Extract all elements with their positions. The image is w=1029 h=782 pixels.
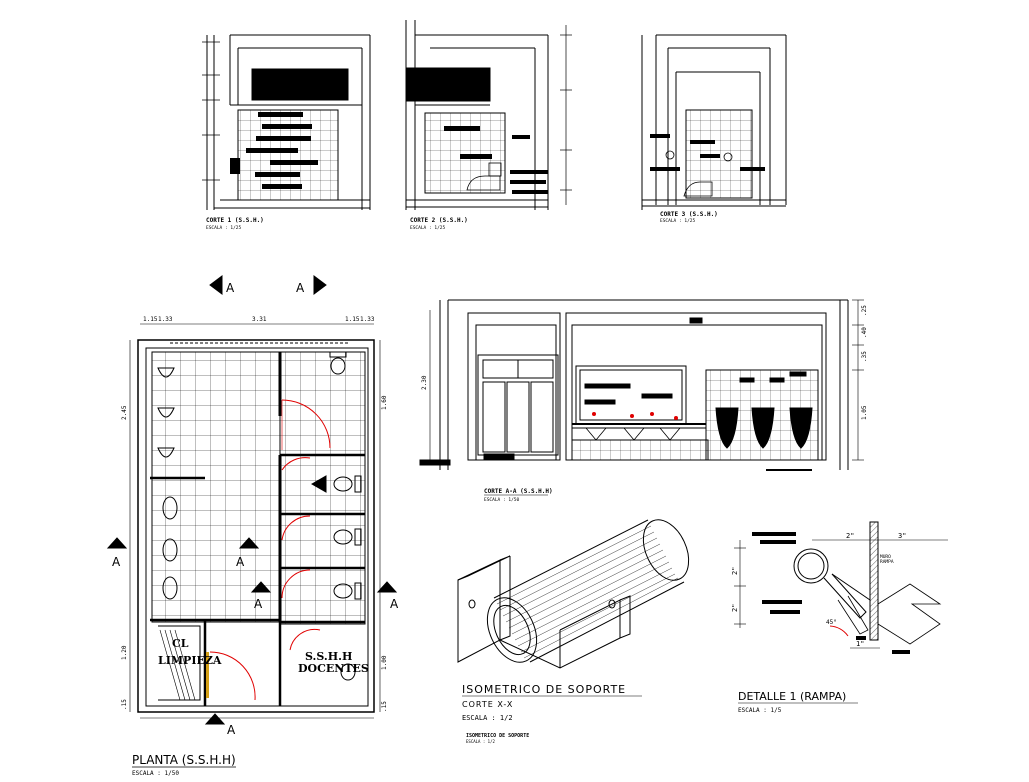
cut-marker-top-right: A bbox=[296, 275, 327, 295]
svg-text:.15: .15 bbox=[121, 699, 128, 710]
svg-text:RAMPA: RAMPA bbox=[880, 559, 894, 565]
svg-text:1.15: 1.15 bbox=[345, 316, 360, 323]
svg-text:.25: .25 bbox=[861, 305, 868, 316]
svg-text:1.20: 1.20 bbox=[121, 645, 128, 660]
section-1-scale: ESCALA : 1/25 bbox=[206, 225, 242, 231]
section-3-drawing bbox=[641, 34, 787, 210]
iso-subtitle: CORTE X-X bbox=[462, 700, 513, 709]
cut-marker-group: A A A A A A A bbox=[106, 275, 399, 737]
room-label-cleaning: CL LIMPIEZA bbox=[158, 637, 222, 667]
svg-text:A: A bbox=[226, 281, 235, 295]
svg-text:A: A bbox=[236, 555, 245, 569]
svg-text:DOCENTES: DOCENTES bbox=[298, 662, 369, 675]
svg-text:45°: 45° bbox=[826, 619, 837, 626]
svg-text:1.33: 1.33 bbox=[158, 316, 173, 323]
svg-text:2.45: 2.45 bbox=[121, 405, 128, 420]
cut-marker-bottom-center: A bbox=[250, 581, 272, 611]
cut-marker-right: A bbox=[376, 581, 399, 611]
cut-marker-bottom: A bbox=[204, 713, 236, 737]
svg-text:.15: .15 bbox=[381, 701, 388, 712]
svg-text:.35: .35 bbox=[861, 351, 868, 362]
iso-scale: ESCALA : 1/2 bbox=[462, 714, 513, 722]
detail-title: DETALLE 1 (RAMPA) bbox=[738, 690, 846, 703]
svg-text:LIMPIEZA: LIMPIEZA bbox=[158, 654, 222, 667]
svg-text:1.15: 1.15 bbox=[143, 316, 158, 323]
iso-title: ISOMETRICO DE SOPORTE bbox=[462, 683, 626, 696]
svg-text:A: A bbox=[390, 597, 399, 611]
iso-note-title: ISOMETRICO DE SOPORTE bbox=[466, 733, 529, 739]
svg-text:A: A bbox=[296, 281, 305, 295]
svg-text:S.S.H.H: S.S.H.H bbox=[305, 650, 352, 663]
section-2-scale: ESCALA : 1/25 bbox=[410, 225, 446, 231]
section-3-scale: ESCALA : 1/25 bbox=[660, 218, 696, 224]
section-2-title: CORTE 2 (S.S.H.) bbox=[410, 217, 468, 224]
detail-rampa-drawing bbox=[734, 521, 948, 654]
cut-marker-center: A bbox=[236, 537, 260, 569]
svg-text:2": 2" bbox=[846, 532, 854, 540]
svg-text:A: A bbox=[254, 597, 263, 611]
section-3-title: CORTE 3 (S.S.H.) bbox=[660, 211, 718, 218]
cut-marker-top-left: A bbox=[209, 275, 235, 295]
section-aa-dims: 2.30 .25 .40 .35 1.05 bbox=[421, 305, 868, 420]
svg-text:CL: CL bbox=[172, 637, 189, 650]
section-aa-title: CORTE A-A (S.S.H.H) bbox=[484, 488, 553, 495]
floor-plan-title: PLANTA (S.S.H.H) bbox=[132, 753, 236, 767]
section-aa-scale: ESCALA : 1/50 bbox=[484, 497, 520, 503]
cut-marker-left: A bbox=[106, 537, 128, 569]
detail-scale: ESCALA : 1/5 bbox=[738, 707, 782, 714]
cut-marker-stall bbox=[310, 475, 327, 493]
svg-text:2": 2" bbox=[731, 604, 739, 612]
iso-support-drawing bbox=[457, 519, 690, 669]
svg-text:1": 1" bbox=[856, 640, 864, 648]
floor-plan-scale: ESCALA : 1/50 bbox=[132, 770, 179, 777]
section-1-drawing bbox=[202, 34, 371, 210]
room-label-teachers: S.S.H.H DOCENTES bbox=[298, 650, 369, 675]
svg-text:.40: .40 bbox=[861, 327, 868, 338]
iso-note-scale: ESCALA : 1/2 bbox=[466, 739, 495, 744]
svg-text:A: A bbox=[227, 723, 236, 737]
svg-text:2.30: 2.30 bbox=[421, 375, 428, 390]
floor-plan-dims: 1.15 1.33 3.31 1.15 1.33 2.45 1.20 .15 1… bbox=[121, 316, 388, 712]
svg-text:3": 3" bbox=[898, 532, 906, 540]
svg-text:3.31: 3.31 bbox=[252, 316, 267, 323]
svg-text:1.33: 1.33 bbox=[360, 316, 375, 323]
section-aa-drawing bbox=[419, 299, 864, 471]
svg-text:MURO: MURO bbox=[880, 554, 891, 560]
svg-text:2": 2" bbox=[731, 567, 739, 575]
section-1-title: CORTE 1 (S.S.H.) bbox=[206, 217, 264, 224]
svg-text:1.60: 1.60 bbox=[381, 395, 388, 410]
section-2-drawing bbox=[405, 20, 572, 210]
svg-text:1.00: 1.00 bbox=[381, 655, 388, 670]
svg-text:A: A bbox=[112, 555, 121, 569]
detail-rampa-dims: 2" 3" 2" 2" 1" 45° MURO RAMPA bbox=[731, 532, 906, 648]
svg-text:1.05: 1.05 bbox=[861, 405, 868, 420]
